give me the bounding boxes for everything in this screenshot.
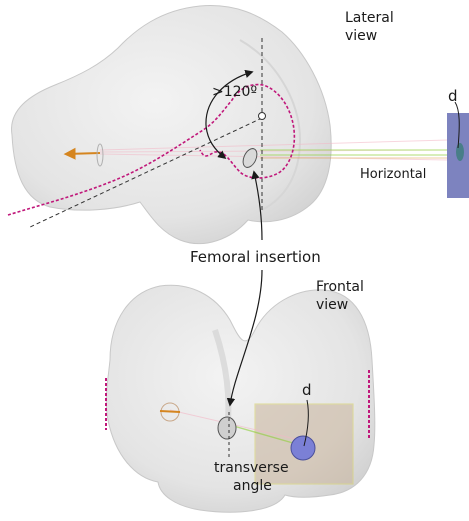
frontal-view-label-1: Frontal xyxy=(316,279,364,295)
d-label-bottom: d xyxy=(302,381,312,399)
transverse-angle-label-1: transverse xyxy=(214,460,289,476)
blue-disc xyxy=(291,436,315,460)
frontal-view-label-2: view xyxy=(316,297,348,313)
insertion-footprint-frontal xyxy=(218,417,236,439)
lateral-view-label-1: Lateral xyxy=(345,10,394,26)
axis-stub-frontal xyxy=(160,411,180,412)
angle-label: >120º xyxy=(212,84,257,100)
blue-plane xyxy=(447,113,469,198)
lateral-view-label-2: view xyxy=(345,28,377,44)
d-label-top: d xyxy=(448,87,458,105)
lateral-femur xyxy=(12,6,332,244)
femoral-axis-arrow xyxy=(66,153,100,154)
axis-center-marker xyxy=(259,113,266,120)
transverse-angle-label-2: angle xyxy=(233,478,272,494)
horizontal-label: Horizontal xyxy=(360,167,426,182)
femoral-insertion-label: Femoral insertion xyxy=(190,248,321,266)
